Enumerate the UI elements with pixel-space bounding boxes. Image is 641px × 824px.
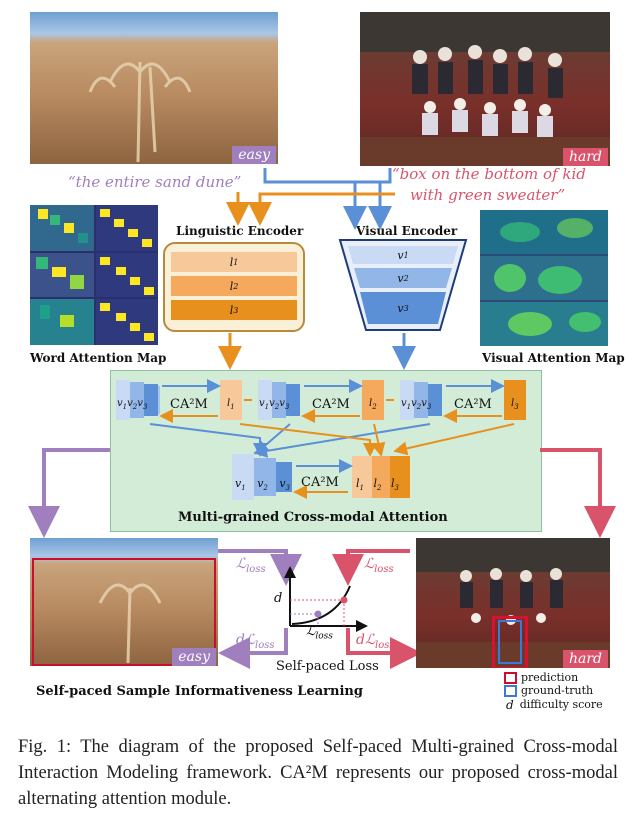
hard-expression-line2: with green sweater”	[410, 186, 566, 204]
prediction-legend-icon	[504, 671, 517, 684]
visual-encoder-title: Visual Encoder	[356, 224, 458, 238]
hard-prediction-image: hard	[416, 538, 610, 668]
legend-difficulty: difficulty score	[519, 698, 603, 711]
row3-l-label: l3	[511, 398, 519, 411]
easy-tag-bottom: easy	[172, 648, 216, 666]
cross-modal-blocks	[116, 379, 526, 500]
self-paced-loss-title: Self-paced Loss	[276, 659, 379, 674]
l-block-1	[220, 380, 242, 420]
word-attention-label: Word Attention Map	[30, 351, 167, 365]
visual-attention-label: Visual Attention Map	[482, 351, 625, 365]
classroom-people	[360, 12, 610, 166]
v-block-3	[400, 380, 442, 420]
ca2m-label-2: CA²M	[312, 397, 350, 412]
l-block-2	[362, 380, 384, 420]
hard-sample-image: hard	[360, 12, 610, 166]
word-attention-map	[30, 205, 158, 345]
self-paced-learning-title: Self-paced Sample Informativeness Learni…	[36, 684, 363, 699]
easy-loss-label: ℒloss	[236, 556, 266, 575]
l-combined-2	[372, 456, 390, 498]
row2-v-labels: v1v2v3	[259, 398, 290, 411]
ca2m-label-combined: CA²M	[301, 475, 339, 490]
v-block-combined	[232, 454, 292, 500]
linguistic-encoder-title: Linguistic Encoder	[176, 224, 304, 238]
row1-v-labels: v1v2v3	[117, 398, 148, 411]
legend-d: d	[506, 697, 514, 712]
combined-v-labels: v1 v2 v3	[235, 477, 291, 493]
visual-attention-map	[480, 210, 608, 346]
multi-grained-panel	[110, 370, 542, 532]
hard-loss-label: ℒloss	[364, 556, 394, 575]
v-block-2	[258, 380, 300, 420]
legend-ground-truth: ground-truth	[521, 684, 594, 697]
l-block-3	[504, 380, 526, 420]
d-axis-label: d	[274, 591, 283, 606]
ca2m-label-1: CA²M	[170, 397, 208, 412]
loss-axis-label: ℒloss	[306, 624, 333, 642]
easy-prediction-image: easy	[30, 538, 218, 666]
hard-expression-line1: “box on the bottom of kid	[392, 165, 586, 183]
geoglyph-drawing	[88, 61, 192, 163]
easy-tag: easy	[232, 146, 276, 164]
v-block-1	[116, 380, 160, 420]
ground-truth-legend-icon	[504, 684, 517, 697]
row3-v-labels: v1v2v3	[401, 398, 432, 411]
l-combined-1	[352, 456, 372, 498]
hard-tag-bottom: hard	[562, 650, 608, 668]
easy-expression: “the entire sand dune”	[68, 173, 242, 191]
easy-sample-image: easy	[30, 12, 278, 164]
row1-l-label: l1	[227, 398, 235, 411]
hard-dloss-label: dℒloss	[356, 632, 395, 651]
l-combined-3	[390, 456, 410, 498]
hard-prediction-box	[492, 616, 528, 668]
hard-ground-truth-box	[498, 620, 522, 664]
legend: prediction ground-truth d difficulty sco…	[504, 671, 603, 712]
visual-encoder	[338, 239, 468, 331]
hard-tag: hard	[562, 148, 608, 166]
easy-prediction-box	[32, 558, 216, 666]
geoglyph-drawing-small	[98, 583, 162, 664]
word-attention-heatmap	[30, 205, 158, 345]
self-paced-loss-plot	[284, 566, 368, 632]
ca2m-label-3: CA²M	[454, 397, 492, 412]
multi-grained-title: Multi-grained Cross-modal Attention	[178, 510, 448, 525]
combined-l-labels: l1 l2 l3	[356, 477, 399, 493]
row2-l-label: l2	[369, 398, 377, 411]
visual-attention-heatmap	[480, 210, 608, 346]
figure-caption: Fig. 1: The diagram of the proposed Self…	[18, 737, 618, 809]
legend-prediction: prediction	[521, 671, 579, 684]
easy-dloss-label: dℒloss	[236, 632, 275, 651]
